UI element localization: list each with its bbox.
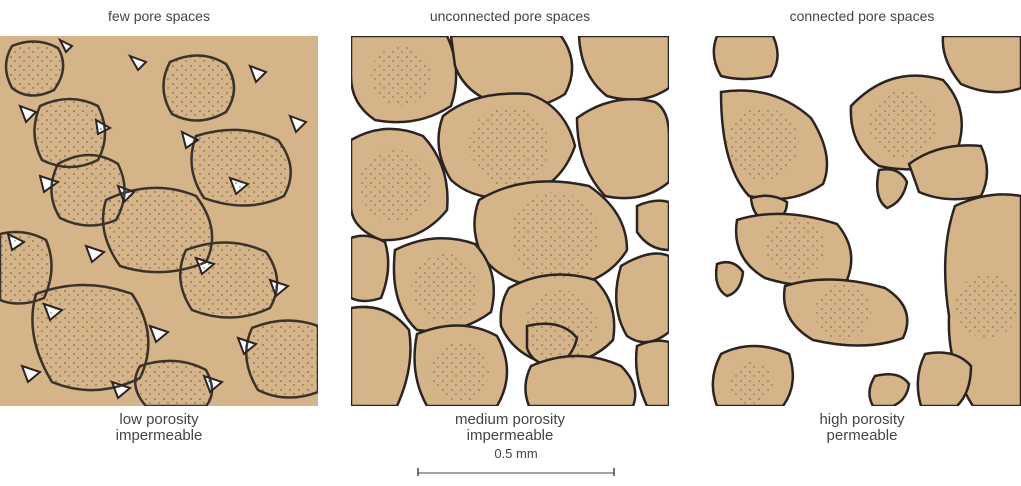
- caption-porosity: low porosity: [0, 412, 318, 428]
- panel-title: connected pore spaces: [703, 8, 1021, 24]
- caption-permeability: permeable: [703, 428, 1021, 444]
- caption-porosity: high porosity: [703, 412, 1021, 428]
- panel-caption: high porosity permeable: [703, 412, 1021, 444]
- panel-medium-porosity: unconnected pore spaces: [351, 0, 669, 486]
- scale-line: [416, 464, 616, 478]
- caption-permeability: impermeable: [351, 428, 669, 444]
- scale-bar: 0.5 mm: [408, 446, 624, 486]
- panel-title: few pore spaces: [0, 8, 318, 24]
- panel-low-porosity: few pore spaces: [0, 0, 318, 486]
- caption-porosity: medium porosity: [351, 412, 669, 428]
- grain-illustration-low-porosity: [0, 36, 318, 406]
- panel-caption: low porosity impermeable: [0, 412, 318, 444]
- panel-caption: medium porosity impermeable: [351, 412, 669, 444]
- grain-illustration-medium-porosity: [351, 36, 669, 406]
- panel-title: unconnected pore spaces: [351, 8, 669, 24]
- grain-illustration-high-porosity: [703, 36, 1021, 406]
- panel-high-porosity: connected pore spaces: [703, 0, 1021, 486]
- caption-permeability: impermeable: [0, 428, 318, 444]
- scale-label: 0.5 mm: [408, 446, 624, 461]
